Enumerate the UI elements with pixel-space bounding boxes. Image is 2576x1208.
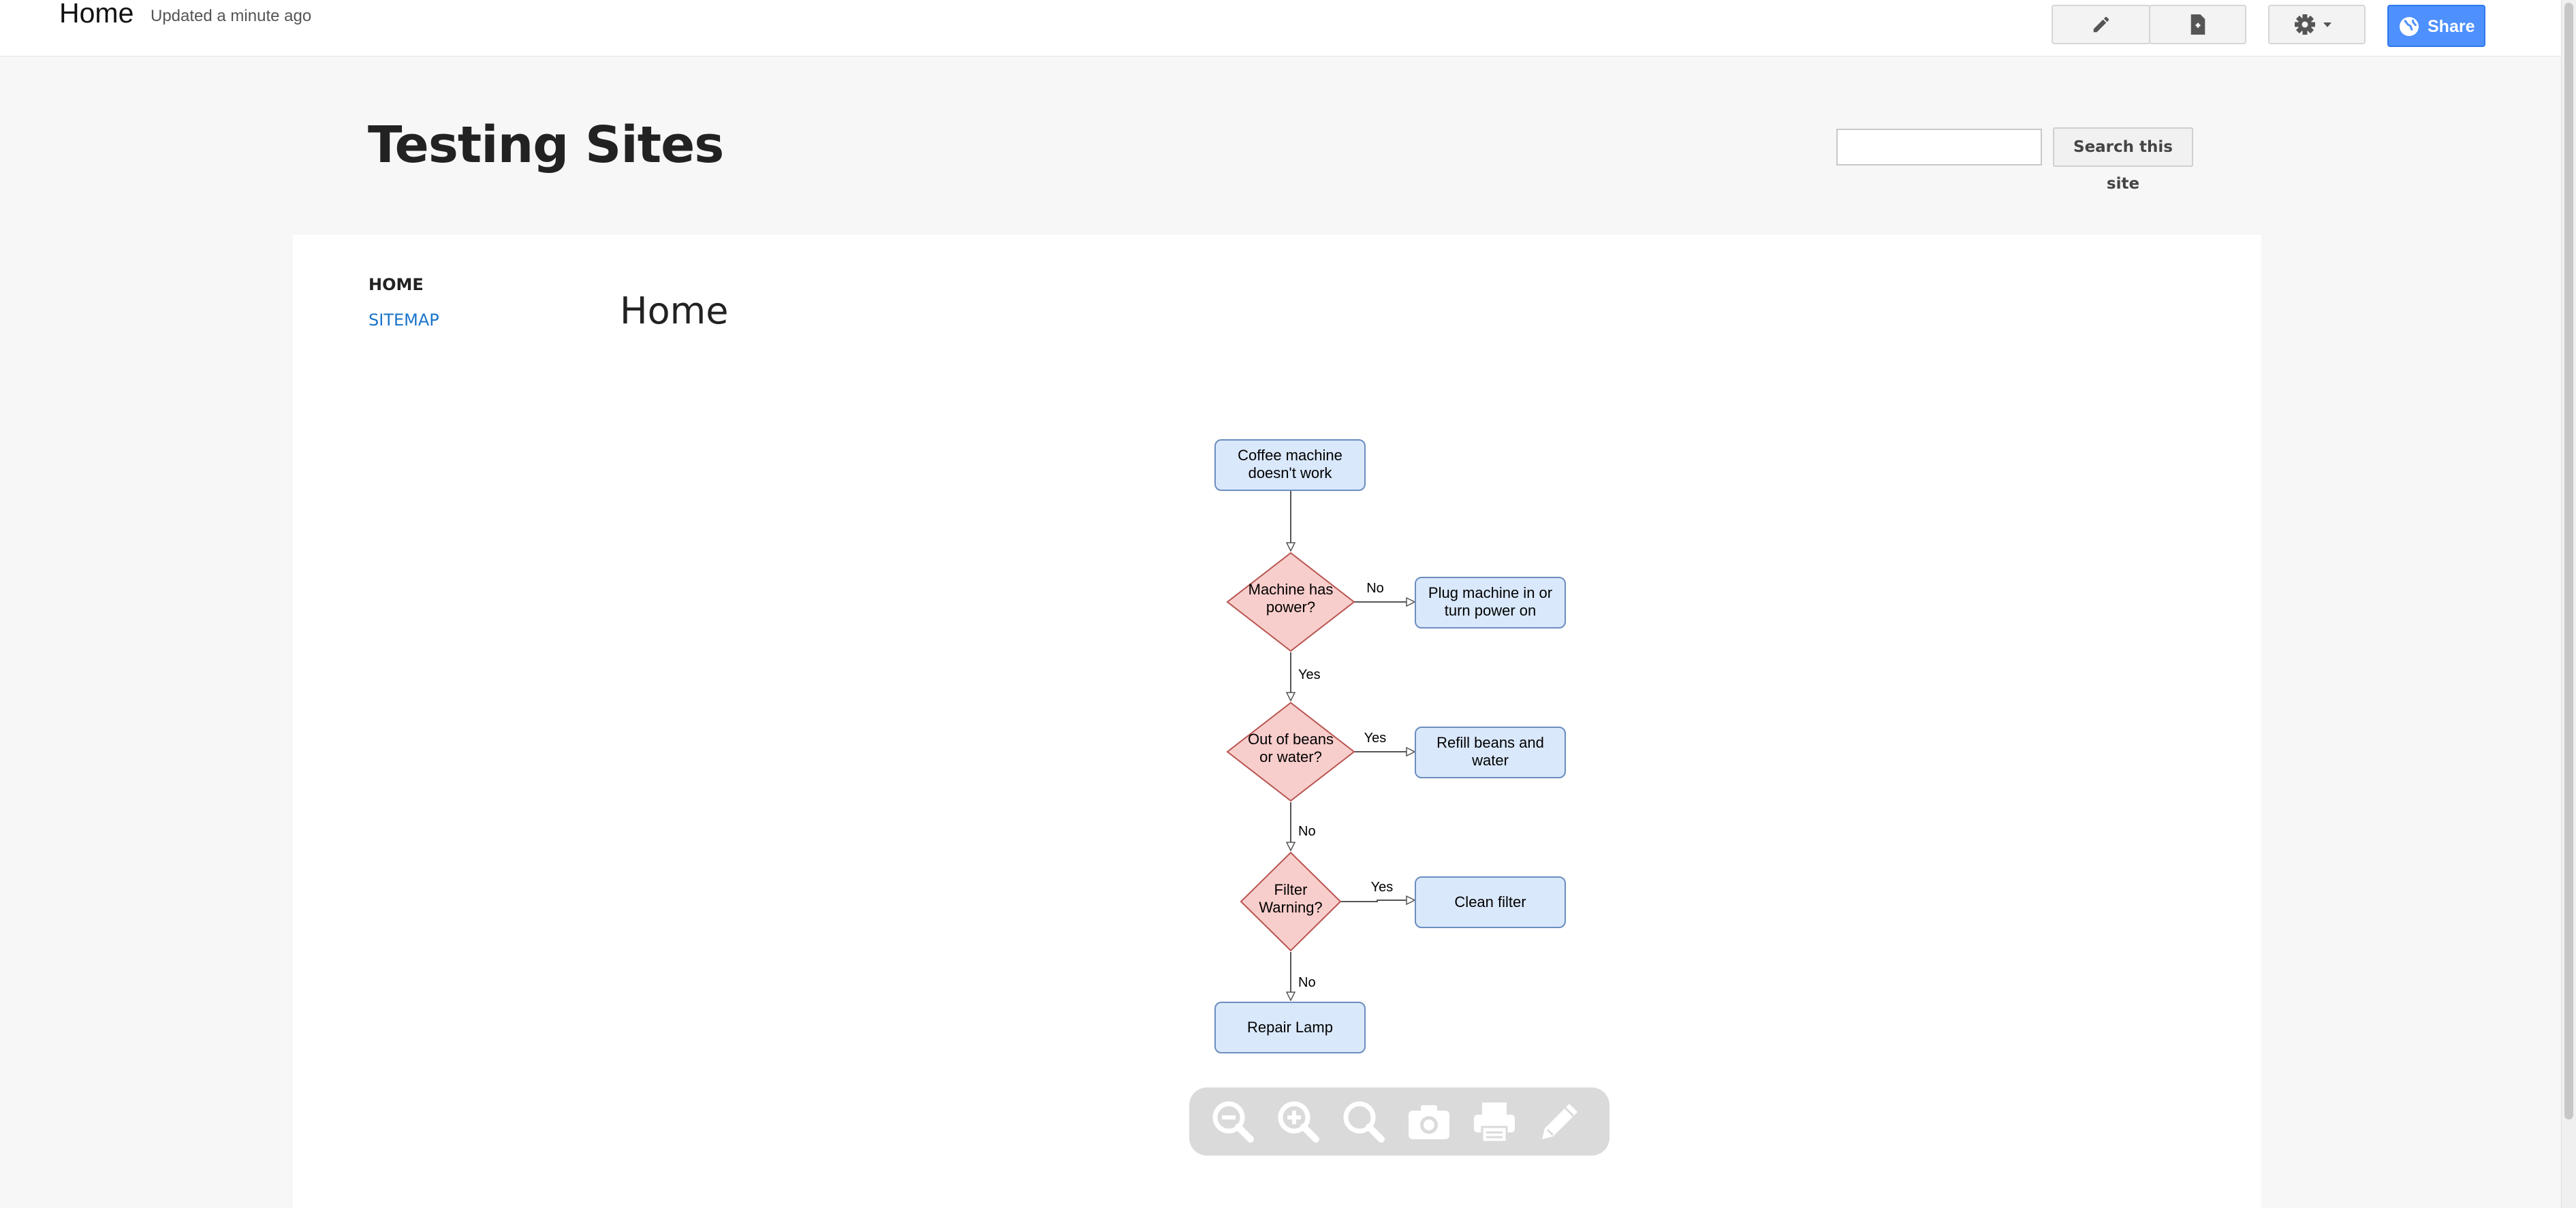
- svg-text:Repair Lamp: Repair Lamp: [1247, 1019, 1333, 1036]
- svg-text:Filter: Filter: [1274, 881, 1308, 898]
- svg-text:power?: power?: [1266, 599, 1315, 616]
- top-bar: Home Updated a minute ago: [0, 0, 2561, 57]
- new-page-icon: [2190, 14, 2205, 35]
- label-d3-no: No: [1298, 975, 1316, 990]
- svg-text:or water?: or water?: [1259, 748, 1322, 765]
- svg-text:Coffee machine: Coffee machine: [1238, 447, 1342, 464]
- zoom-fit-icon[interactable]: [1339, 1097, 1388, 1146]
- diagram-viewer-toolbar: [1189, 1087, 1609, 1156]
- node-plug-in[interactable]: Plug machine in or turn power on: [1415, 577, 1566, 629]
- new-page-button[interactable]: [2149, 5, 2246, 44]
- svg-text:Plug machine in or: Plug machine in or: [1428, 584, 1552, 601]
- edit-icon[interactable]: [1535, 1097, 1584, 1146]
- node-decision-filter[interactable]: Filter Warning?: [1240, 851, 1342, 952]
- print-icon[interactable]: [1470, 1097, 1519, 1146]
- label-d2-no: No: [1298, 824, 1316, 839]
- sidebar-item-home[interactable]: HOME: [368, 275, 424, 294]
- updated-timestamp: Updated a minute ago: [151, 7, 312, 25]
- zoom-in-icon[interactable]: [1274, 1097, 1323, 1146]
- node-repair-lamp[interactable]: Repair Lamp: [1214, 1002, 1366, 1053]
- share-button[interactable]: Share: [2387, 5, 2485, 47]
- settings-menu-button[interactable]: [2268, 5, 2366, 44]
- search-input[interactable]: [1836, 129, 2042, 165]
- node-clean-filter[interactable]: Clean filter: [1415, 876, 1566, 928]
- svg-text:Machine has: Machine has: [1248, 581, 1334, 598]
- label-d1-yes: Yes: [1298, 667, 1321, 682]
- node-decision-power[interactable]: Machine has power?: [1226, 552, 1355, 652]
- edit-page-button[interactable]: [2052, 5, 2150, 44]
- node-decision-beans-water[interactable]: Out of beans or water?: [1226, 701, 1355, 802]
- flow-edges: [1291, 490, 1414, 1000]
- svg-text:turn power on: turn power on: [1445, 602, 1537, 619]
- node-start[interactable]: Coffee machine doesn't work: [1214, 439, 1366, 491]
- zoom-out-icon[interactable]: [1208, 1097, 1257, 1146]
- scrollbar-thumb[interactable]: [2564, 3, 2573, 1119]
- share-label: Share: [2428, 17, 2475, 36]
- camera-icon[interactable]: [1404, 1097, 1454, 1146]
- edge-d3-yes: [1340, 900, 1414, 902]
- chevron-down-icon: [2323, 22, 2331, 27]
- svg-text:Refill beans and: Refill beans and: [1436, 734, 1544, 751]
- svg-text:doesn't work: doesn't work: [1248, 464, 1333, 481]
- search-button[interactable]: Search this site: [2053, 127, 2193, 193]
- label-d1-no: No: [1366, 581, 1384, 596]
- node-refill[interactable]: Refill beans and water: [1415, 727, 1566, 778]
- label-d2-yes: Yes: [1364, 731, 1387, 746]
- label-d3-yes: Yes: [1371, 880, 1394, 895]
- pencil-icon: [2093, 16, 2109, 33]
- svg-text:Warning?: Warning?: [1259, 899, 1322, 916]
- sidebar-item-sitemap[interactable]: SITEMAP: [368, 311, 439, 330]
- globe-icon: [2400, 17, 2419, 36]
- vertical-scrollbar[interactable]: [2561, 0, 2576, 1208]
- svg-text:Out of beans: Out of beans: [1248, 731, 1334, 748]
- page-title: Home: [59, 0, 134, 29]
- site-title[interactable]: Testing Sites: [368, 116, 724, 174]
- svg-text:Clean filter: Clean filter: [1454, 893, 1526, 910]
- gear-icon: [2294, 14, 2331, 35]
- flowchart-diagram[interactable]: No Yes Yes No Yes No Coffee machine does…: [1199, 429, 1594, 1062]
- svg-text:water: water: [1471, 752, 1509, 769]
- page-heading: Home: [620, 289, 729, 332]
